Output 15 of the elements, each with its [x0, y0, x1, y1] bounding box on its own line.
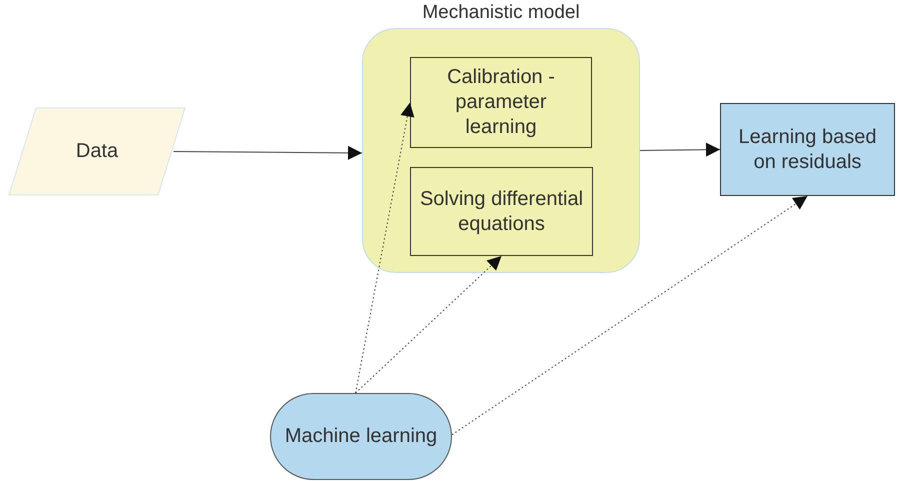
node-label: Data [76, 139, 118, 164]
node-label: Machine learning [284, 424, 438, 449]
arrow [173, 146, 362, 160]
dotted-arrow [452, 196, 808, 436]
data-parallelogram [8, 107, 186, 196]
process-box [720, 103, 895, 196]
container-heading: Mechanistic model [421, 2, 581, 24]
node-label: Learning based on residuals [738, 124, 878, 174]
process-box [410, 57, 592, 148]
dotted-arrow [355, 256, 502, 394]
dotted-arrow [355, 102, 414, 394]
node-label: Solving differential equations [419, 186, 584, 236]
process-box [410, 167, 593, 256]
arrow [640, 142, 720, 157]
node-label: Calibration - parameter learning [446, 65, 556, 140]
